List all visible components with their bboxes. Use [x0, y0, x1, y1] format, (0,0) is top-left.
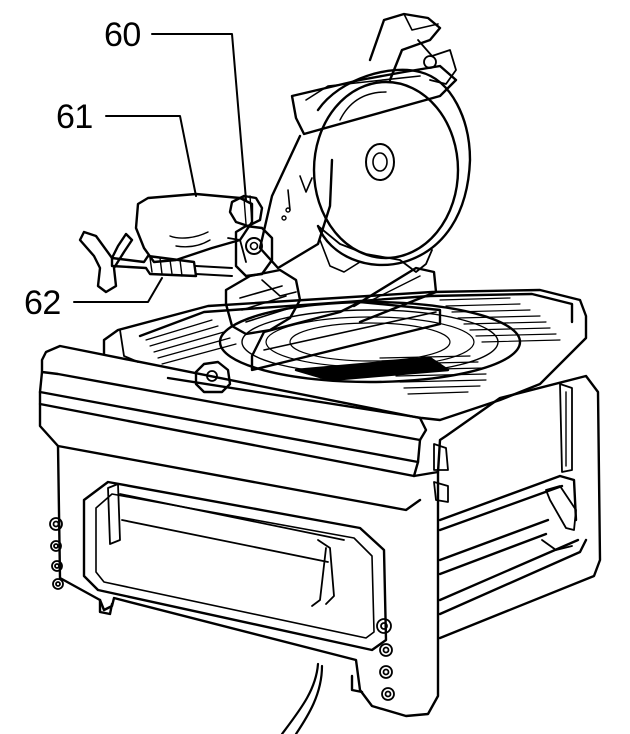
- blade-disc: [312, 80, 460, 260]
- blade-slot: [294, 356, 450, 382]
- callout-62: 62: [24, 284, 61, 322]
- leader-lines: [73, 33, 247, 303]
- left-holes: [49, 517, 64, 590]
- stand: [38, 344, 602, 734]
- callout-61: 61: [56, 98, 93, 136]
- lock-rod: [110, 254, 198, 278]
- right-holes: [376, 618, 395, 701]
- saw-head: [78, 12, 472, 336]
- leader-60: [151, 33, 247, 201]
- callout-60: 60: [104, 16, 141, 54]
- motor-handle: [134, 192, 254, 264]
- leader-62: [73, 277, 163, 303]
- table-base: [102, 266, 588, 422]
- miter-lock: [194, 360, 232, 394]
- y-handle: [78, 230, 134, 294]
- knob-60: [228, 194, 264, 228]
- top-handle: [368, 12, 442, 82]
- blade-guard: [316, 68, 472, 267]
- leader-61: [105, 115, 197, 197]
